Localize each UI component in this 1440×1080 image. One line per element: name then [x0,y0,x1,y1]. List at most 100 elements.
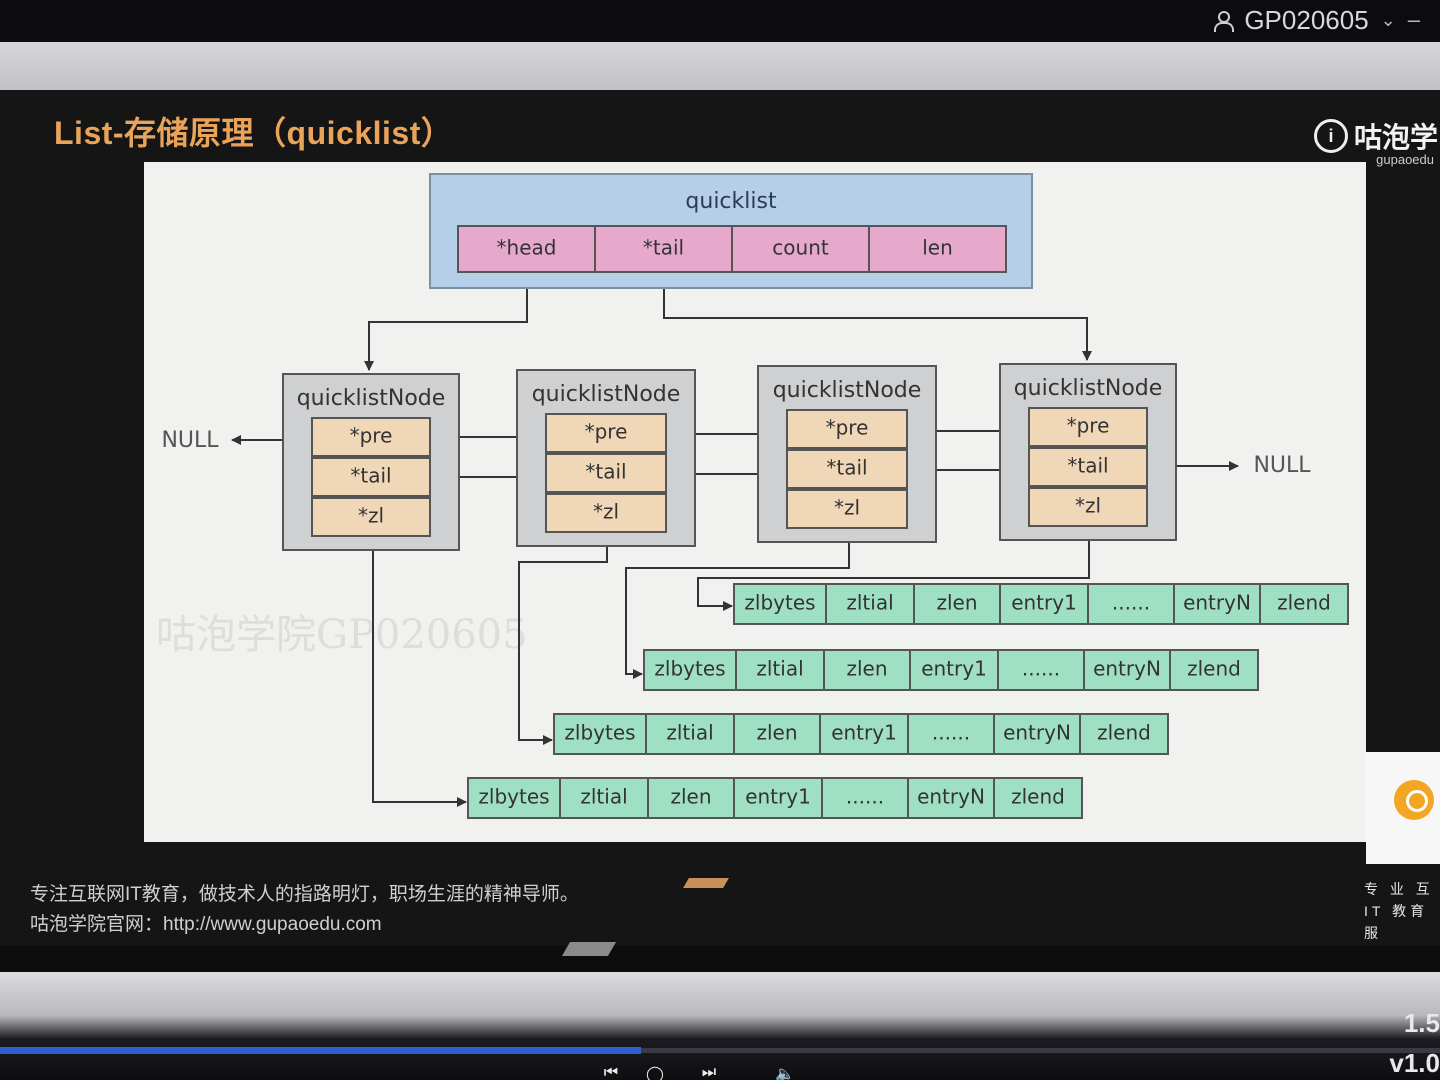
quicklist-field-label: count [772,236,829,260]
ziplist-field-label: entry1 [745,785,811,809]
ziplist-field-label: zlen [936,591,977,615]
zl-pointer [372,550,467,807]
quicklist-node-label: quicklistNode [773,378,922,403]
user-icon [1212,10,1235,32]
ziplist-field [467,777,561,819]
playback-speed[interactable]: 1.5 [1403,1008,1440,1038]
ziplist-field-label: entryN [1183,591,1251,615]
logo-icon: i [1313,119,1348,153]
ziplist-field [819,713,909,755]
side-panel-text: 专 业 互 IT 教育服 [1364,878,1440,944]
ziplist-field [647,777,735,819]
ziplist-field [733,777,823,819]
quicklist-field-label: len [922,236,953,260]
ziplist-field [733,713,821,755]
slide-bottom-bar [0,946,1440,972]
qr-code [1366,752,1440,864]
ziplist-field-label: zltial [580,785,627,809]
ziplist-field [1079,713,1169,755]
ziplist-field-label: zlend [1097,721,1151,745]
ziplist-field-label: entry1 [1011,591,1077,615]
ziplist-field-label: ...... [846,785,884,809]
ziplist-field [1169,649,1259,691]
node-field-label: *pre [826,416,869,440]
brand-logo: i 咕泡学 gupaoedu [1313,116,1438,167]
node-field [311,457,431,497]
node-field-label: *zl [834,496,860,520]
watermark: 咕泡学院GP020605 [156,612,528,658]
ziplist-field [909,649,999,691]
ziplist-field-label: entryN [1003,721,1071,745]
ziplist-field-label: entryN [1093,657,1161,681]
side-line-2: IT 教育服 [1364,903,1429,941]
quicklist-label: quicklist [685,189,777,214]
zl-pointer [518,546,608,745]
quicklist-field-label: *head [497,236,557,260]
ziplist-field-label: zltial [666,721,713,745]
zl-pointer [625,542,850,679]
brand-sub: gupaoedu [1376,152,1434,167]
ziplist-field-label: zlen [846,657,887,681]
prev-icon[interactable]: ⏮ [603,1064,619,1080]
ziplist-field-label: zlen [670,785,711,809]
username: GP020605 [1244,4,1369,35]
quicklist-field [868,225,1007,273]
node-field [786,409,908,449]
ziplist-field-label: entry1 [921,657,987,681]
node-field-label: *tail [350,464,391,488]
ziplist-field [821,777,909,819]
footer-text: 专注互联网IT教育，做技术人的指路明灯，职场生涯的精神导师。 咕泡学院官网：ht… [30,880,579,940]
tail-pointer [663,272,1092,361]
ziplist-field [1173,583,1261,625]
quicklist-field-label: *tail [643,236,684,260]
null-right-label: NULL [1253,453,1311,478]
node-field [1028,407,1148,447]
quicklist-field [594,225,733,273]
zl-pointer [697,540,1090,611]
footer-line-2: 咕泡学院官网：http://www.gupaoedu.com [30,914,382,935]
bulb-icon [1394,780,1434,820]
window-frame-band [0,42,1440,90]
node-field [1028,447,1148,487]
node-field-label: *zl [593,500,619,524]
decor-mark-grey [561,942,617,956]
ziplist-field-label: zlbytes [654,657,725,681]
ziplist-field [993,777,1083,819]
next-icon[interactable]: ⏭ [701,1064,717,1080]
ziplist-field-label: zlbytes [478,785,549,809]
quicklist-node-label: quicklistNode [1014,376,1163,401]
quicklist-field [457,225,596,273]
ziplist-field [643,649,737,691]
play-icon[interactable]: ◯ [646,1066,664,1080]
ziplist-field-label: ...... [1112,591,1150,615]
node-field [545,453,667,493]
volume-icon[interactable]: 🔈 [775,1066,795,1080]
node-field [786,449,908,489]
slide-title: List-存储原理（quicklist） [54,115,454,151]
node-field-label: *zl [1075,494,1101,518]
ziplist-field [559,777,649,819]
user-menu[interactable]: GP020605 ⌄ – [1212,2,1420,38]
quicklist-node-label: quicklistNode [297,386,446,411]
top-bar: GP020605 ⌄ – [0,0,1440,42]
ziplist-field-label: entryN [917,785,985,809]
node-field-label: *tail [585,460,626,484]
footer-line-1: 专注互联网IT教育，做技术人的指路明灯，职场生涯的精神导师。 [30,884,579,905]
video-player-controls [0,972,1440,1080]
node-field [545,413,667,453]
ziplist-field-label: entry1 [831,721,897,745]
node-field [311,417,431,457]
ziplist-field-label: zltial [846,591,893,615]
ziplist-field-label: zltial [756,657,803,681]
ziplist-field [1087,583,1175,625]
progress-fill[interactable] [0,1047,641,1054]
chevron-down-icon[interactable]: ⌄ [1380,9,1396,30]
minimize-icon[interactable]: – [1407,7,1420,32]
ziplist-field-label: zlbytes [564,721,635,745]
progress-track[interactable] [0,1048,1440,1053]
node-field [311,497,431,537]
node-field [545,493,667,533]
ziplist-field [645,713,735,755]
